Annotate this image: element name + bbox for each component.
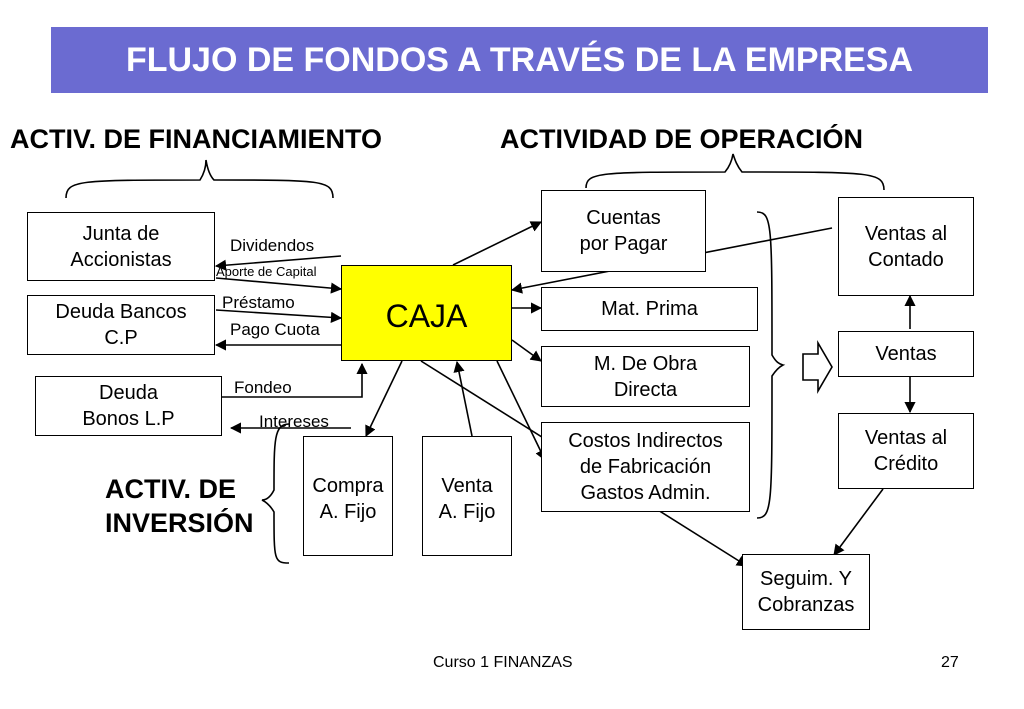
arrow-dividendos bbox=[214, 255, 342, 271]
junta-line1: Junta de bbox=[82, 222, 160, 245]
footer-course: Curso 1 FINANZAS bbox=[433, 654, 573, 671]
label-dividendos: Dividendos bbox=[230, 236, 315, 255]
compra-line1: Compra bbox=[312, 475, 384, 497]
ventas-label: Ventas bbox=[875, 343, 937, 365]
box-ventas: Ventas bbox=[838, 331, 974, 377]
deuda-bonos-line1: Deuda bbox=[99, 382, 158, 404]
arrow-costos bbox=[496, 360, 546, 462]
box-caja: CAJA bbox=[341, 265, 512, 361]
deuda-bonos-line2: Bonos L.P bbox=[82, 408, 175, 430]
seguim-line2: Cobranzas bbox=[757, 594, 855, 616]
brace-financiamiento bbox=[65, 159, 334, 199]
box-mat-prima: Mat. Prima bbox=[541, 287, 758, 331]
mano-obra-line1: M. De Obra bbox=[593, 352, 698, 375]
heading-inversion-line1: ACTIV. DE bbox=[105, 474, 237, 504]
mano-obra-line2: Directa bbox=[613, 378, 678, 401]
label-pago-cuota: Pago Cuota bbox=[230, 320, 320, 339]
venta-line1: Venta bbox=[441, 475, 493, 497]
ventas-contado-line1: Ventas al bbox=[864, 222, 948, 245]
title-bar: FLUJO DE FONDOS A TRAVÉS DE LA EMPRESA bbox=[51, 27, 988, 93]
mat-prima-label: Mat. Prima bbox=[601, 298, 698, 320]
compra-line2: A. Fijo bbox=[319, 501, 377, 523]
deuda-bancos-line2: C.P bbox=[104, 327, 138, 349]
venta-line2: A. Fijo bbox=[438, 501, 496, 523]
caja-label: CAJA bbox=[385, 298, 468, 334]
brace-operacion bbox=[585, 153, 885, 191]
box-venta-activo: Venta A. Fijo bbox=[422, 436, 512, 556]
arrow-prestamo bbox=[215, 309, 343, 323]
costos-line3: Gastos Admin. bbox=[580, 482, 711, 504]
costos-line2: de Fabricación bbox=[579, 456, 712, 478]
label-aporte: Aporte de Capital bbox=[216, 264, 317, 279]
box-junta-accionistas: Junta de Accionistas bbox=[27, 212, 215, 281]
arrow-cuentas bbox=[452, 221, 543, 266]
seguim-line1: Seguim. Y bbox=[760, 568, 852, 590]
footer-page-number: 27 bbox=[941, 654, 959, 671]
box-cuentas-por-pagar: Cuentas por Pagar bbox=[541, 190, 706, 272]
label-prestamo: Préstamo bbox=[222, 293, 295, 312]
cuentas-line1: Cuentas bbox=[586, 207, 661, 229]
box-ventas-contado: Ventas al Contado bbox=[838, 197, 974, 296]
heading-inversion-line2: INVERSIÓN bbox=[105, 508, 254, 538]
box-seguimiento-cobranzas: Seguim. Y Cobranzas bbox=[742, 554, 870, 630]
costos-line1: Costos Indirectos bbox=[568, 430, 723, 452]
heading-inversion: ACTIV. DE INVERSIÓN bbox=[105, 472, 254, 540]
arrow-compra bbox=[365, 360, 403, 438]
ventas-contado-line2: Contado bbox=[868, 248, 944, 271]
box-compra-activo: Compra A. Fijo bbox=[303, 436, 393, 556]
arrow-mano-obra bbox=[511, 339, 542, 362]
cuentas-line2: por Pagar bbox=[579, 233, 668, 255]
brace-operacion-right bbox=[756, 211, 786, 519]
ventas-credito-line2: Crédito bbox=[873, 453, 939, 475]
arrow-aporte bbox=[215, 277, 343, 294]
heading-operacion: ACTIVIDAD DE OPERACIÓN bbox=[500, 124, 864, 154]
junta-line2: Accionistas bbox=[70, 248, 172, 271]
deuda-bancos-line1: Deuda Bancos bbox=[55, 301, 187, 323]
brace-inversion bbox=[261, 423, 290, 564]
arrow-fondeo bbox=[222, 362, 368, 398]
label-fondeo: Fondeo bbox=[234, 378, 292, 397]
arrow-credito-cobranzas bbox=[833, 488, 884, 556]
box-ventas-credito: Ventas al Crédito bbox=[838, 413, 974, 489]
label-intereses: Intereses bbox=[259, 412, 329, 431]
ventas-credito-line1: Ventas al bbox=[864, 427, 948, 449]
page-title: FLUJO DE FONDOS A TRAVÉS DE LA EMPRESA bbox=[125, 41, 914, 79]
arrow-venta bbox=[453, 360, 473, 437]
block-arrow-icon bbox=[802, 340, 833, 394]
heading-financiamiento: ACTIV. DE FINANCIAMIENTO bbox=[10, 124, 383, 154]
